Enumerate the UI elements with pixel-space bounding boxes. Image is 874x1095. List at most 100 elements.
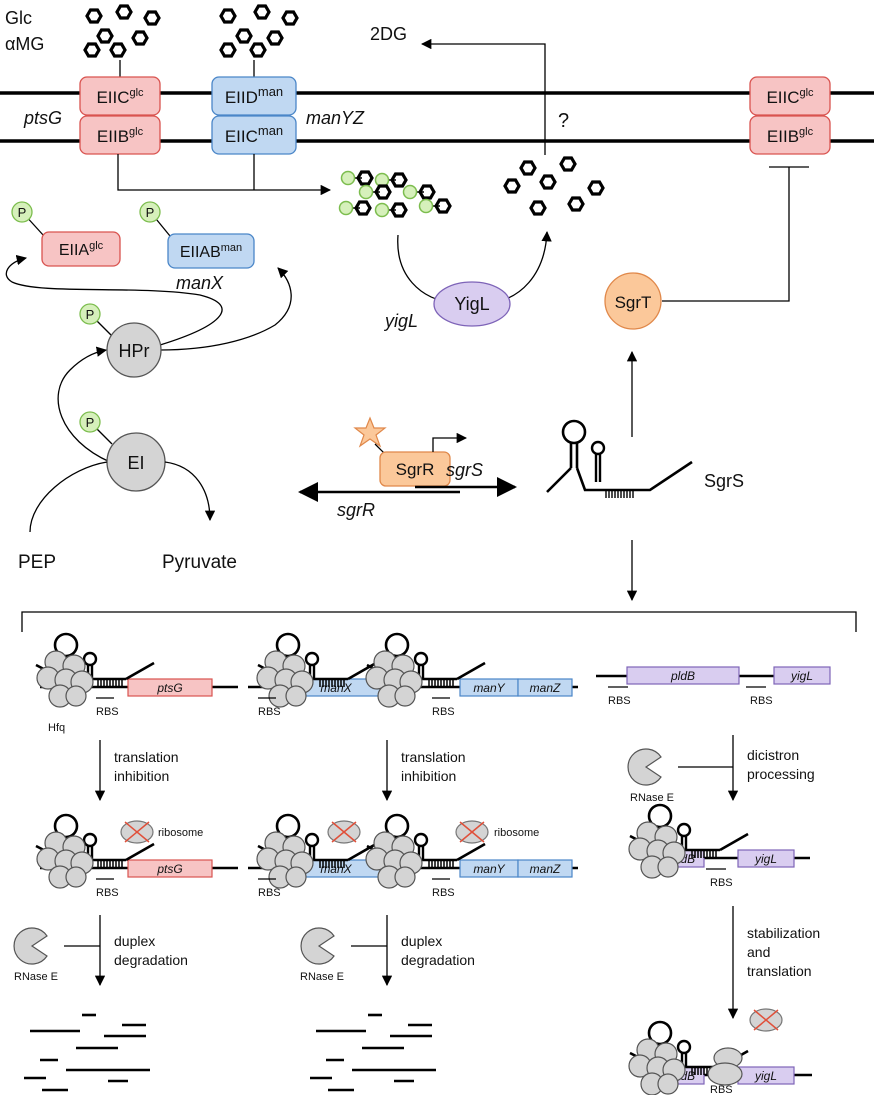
svg-text:YigL: YigL	[454, 294, 489, 314]
degraded-fragments-2	[310, 1013, 436, 1092]
eiia-glc-phospho: P	[11, 201, 45, 237]
manx-step-inhibition: inhibition	[401, 768, 456, 784]
eiiab-man-box: EIIABman	[167, 233, 255, 269]
svg-text:SgrR: SgrR	[396, 460, 435, 479]
rnase-e-processing: RNase E	[627, 748, 674, 804]
unknown-exporter-mark: ?	[558, 110, 569, 132]
glc-label: Glc	[5, 8, 32, 28]
svg-text:EIICglc: EIICglc	[766, 87, 814, 107]
eiib-glc-box: EIIBglc	[79, 115, 161, 155]
sgrr-protein: SgrR	[379, 451, 451, 487]
yigl-translating-complex: 'pldB yigL RBS	[628, 1020, 812, 1095]
pldb-processed-complex: 'pldB yigL RBS	[628, 803, 810, 889]
hpr-to-eiiab-arrow	[159, 267, 292, 351]
eiic-glc-box-right: EIICglc	[749, 76, 831, 116]
2dg-label: 2DG	[370, 24, 407, 44]
svg-text:RBS: RBS	[258, 706, 281, 718]
hpr-protein: HPr	[106, 322, 162, 378]
svg-text:yigL: yigL	[790, 669, 813, 683]
eiid-man-box: EIIDman	[211, 76, 297, 116]
svg-text:manY: manY	[473, 862, 505, 876]
step-processing: processing	[747, 766, 815, 782]
svg-text:yigL: yigL	[754, 1069, 777, 1083]
svg-text:RBS: RBS	[96, 706, 119, 718]
svg-text:RBS: RBS	[710, 1084, 733, 1095]
pldb-yigl-mrna: pldB yigL RBS RBS	[596, 666, 831, 707]
eiid-man-base: EIID	[225, 88, 258, 107]
svg-text:SgrT: SgrT	[615, 293, 652, 312]
eiic-glc-box: EIICglc	[79, 76, 161, 116]
blocked-ribosome-3: ribosome	[455, 820, 539, 844]
svg-text:manX: manX	[320, 862, 352, 876]
svg-text:RNase E: RNase E	[630, 792, 674, 804]
blocked-ribosome-1: ribosome	[120, 820, 203, 844]
step-and: and	[747, 944, 770, 960]
step-translation: translation	[747, 963, 812, 979]
svg-text:ptsG: ptsG	[156, 862, 182, 876]
ptsg-inhibited-complex: ptsG RBS	[34, 813, 238, 899]
svg-text:RNase E: RNase E	[300, 971, 344, 983]
ptsg-step-duplex: duplex	[114, 933, 155, 949]
svg-text:P: P	[146, 205, 155, 220]
eiic-man-base: EIIC	[225, 127, 258, 146]
eiib-glc2-base: EIIB	[767, 127, 799, 146]
svg-text:RBS: RBS	[96, 887, 119, 899]
svg-text:RBS: RBS	[710, 877, 733, 889]
svg-text:P: P	[86, 415, 95, 430]
eiib-glc-sup: glc	[129, 126, 144, 138]
eiia-glc-box: EIIAglc	[41, 231, 121, 267]
sgrr-gene-label: sgrR	[337, 500, 375, 520]
eiib-glc2-sup: glc	[799, 126, 814, 138]
svg-text:ribosome: ribosome	[494, 827, 539, 839]
rnase-e-degradation-2: RNase E	[300, 927, 344, 983]
released-ribosome	[749, 1008, 783, 1032]
yigl-gene-label: yigL	[383, 311, 418, 331]
sgrt-protein: SgrT	[604, 272, 662, 330]
svg-text:EIIABman: EIIABman	[180, 242, 242, 261]
svg-text:RNase E: RNase E	[14, 971, 58, 983]
degraded-fragments-1	[24, 1013, 150, 1092]
eiic-glc2-sup: glc	[800, 87, 815, 99]
rnase-e-degradation-1: RNase E	[13, 927, 58, 983]
eiib-glc-box-right: EIIBglc	[749, 115, 831, 155]
svg-text:EIICman: EIICman	[225, 123, 283, 146]
manx-gene-label: manX	[176, 273, 224, 293]
svg-text:ptsG: ptsG	[156, 681, 182, 695]
svg-text:manY: manY	[473, 681, 505, 695]
svg-text:RBS: RBS	[608, 695, 631, 707]
svg-text:RBS: RBS	[432, 706, 455, 718]
svg-text:manZ: manZ	[530, 862, 561, 876]
ei-phospho: P	[79, 411, 113, 445]
svg-text:EIICglc: EIICglc	[96, 87, 144, 107]
eiib-glc-base: EIIB	[97, 127, 129, 146]
yigl-protein: YigL	[433, 281, 511, 327]
eiid-man-sup: man	[258, 84, 283, 99]
svg-text:P: P	[86, 307, 95, 322]
ptsg-gene-label: ptsG	[23, 108, 62, 128]
pyruvate-label: Pyruvate	[162, 552, 237, 573]
targets-bracket	[21, 611, 857, 632]
ptsg-mrna-complex: ptsG RBS Hfq	[34, 632, 238, 734]
svg-text:EIIBglc: EIIBglc	[767, 126, 814, 146]
ptsg-step-degradation: degradation	[114, 952, 188, 968]
manx-step-duplex: duplex	[401, 933, 442, 949]
sgrs-gene-label: sgrS	[446, 460, 483, 480]
blocked-ribosome-2	[327, 820, 361, 844]
eiic-man-sup: man	[258, 123, 283, 138]
svg-text:pldB: pldB	[670, 669, 695, 683]
glucose-molecules-left	[83, 4, 161, 58]
sgrs-rna	[546, 419, 693, 498]
svg-text:ribosome: ribosome	[158, 827, 203, 839]
step-stabilization: stabilization	[747, 925, 820, 941]
ptsg-step-inhibition: inhibition	[114, 768, 169, 784]
eiic-glc-base: EIIC	[96, 88, 129, 107]
eiic-glc-sup: glc	[130, 87, 145, 99]
pep-label: PEP	[18, 552, 56, 573]
hpr-to-eiia-arrow	[5, 254, 223, 346]
svg-text:manX: manX	[320, 681, 352, 695]
sgrs-label: SgrS	[704, 471, 744, 491]
sgrs-promoter-arrow	[432, 432, 468, 452]
manx-step-translation: translation	[401, 749, 466, 765]
phosphosugar-cluster	[337, 169, 452, 219]
